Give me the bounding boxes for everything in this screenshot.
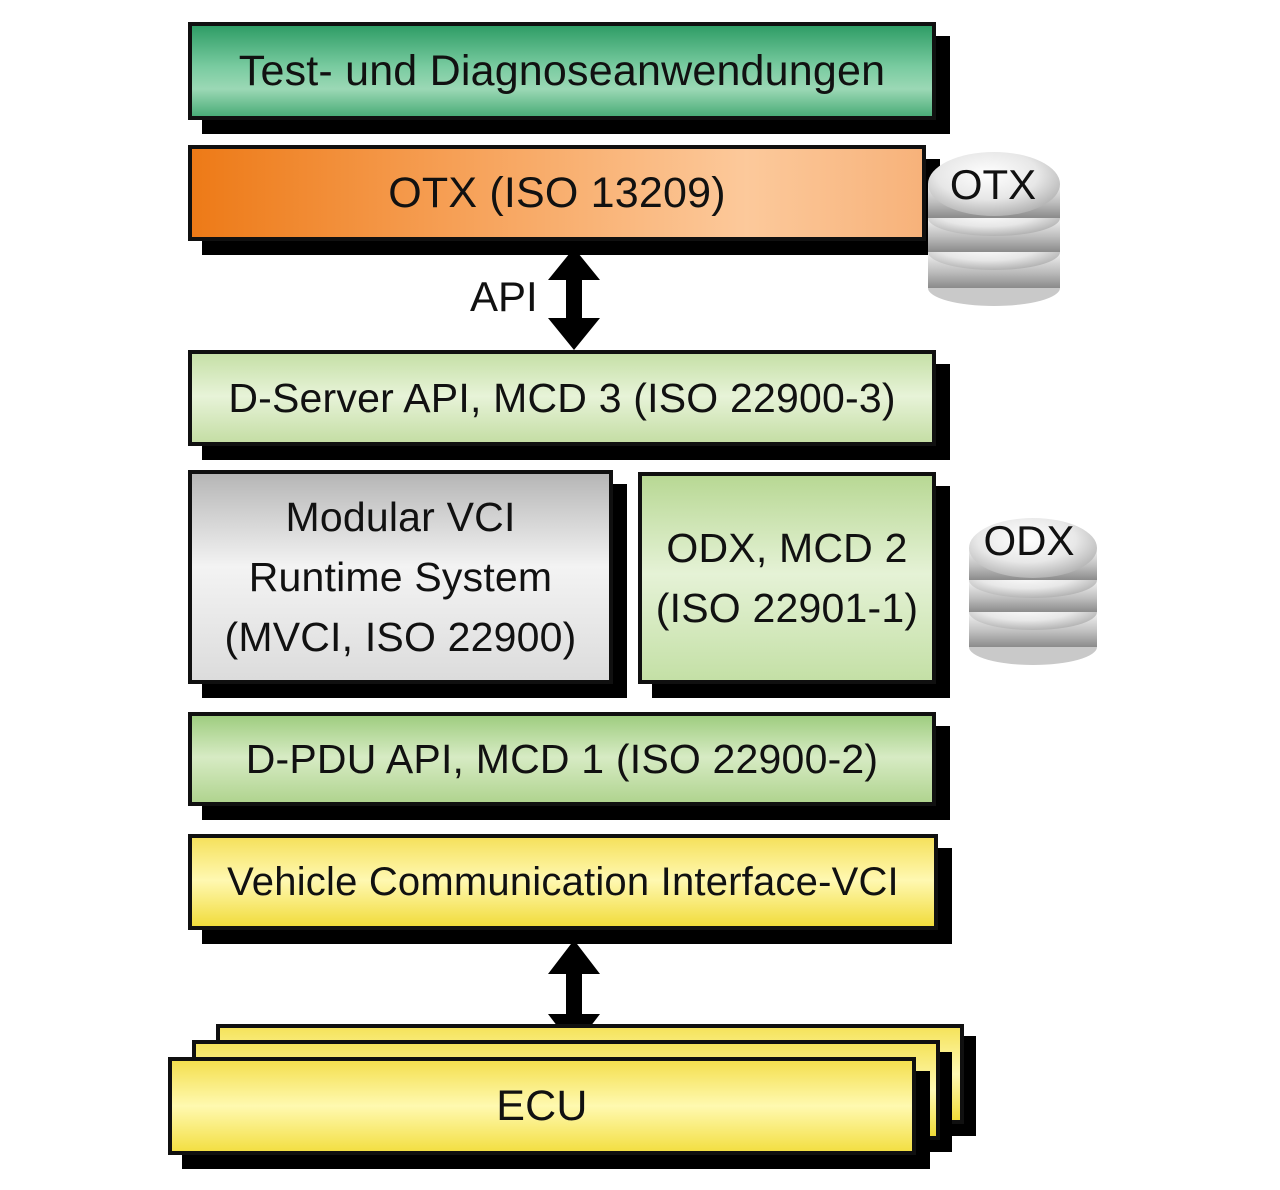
ecu-label: ECU	[496, 1081, 588, 1130]
modular-vci-line-2: Runtime System	[248, 554, 553, 600]
d-server-api-label: D-Server API, MCD 3 (ISO 22900-3)	[228, 374, 896, 421]
odx-database-icon	[969, 518, 1097, 665]
odx-layer-label: ODX, MCD 2 (ISO 22901-1)	[656, 518, 918, 638]
otx-layer: OTX (ISO 13209)	[188, 145, 926, 241]
modular-vci-runtime-label: Modular VCI Runtime System (MVCI, ISO 22…	[224, 487, 576, 667]
ecu-layer: ECU	[168, 1057, 916, 1155]
modular-vci-line-1: Modular VCI	[285, 494, 516, 540]
modular-vci-runtime-layer: Modular VCI Runtime System (MVCI, ISO 22…	[188, 470, 613, 684]
odx-line-1: ODX, MCD 2	[666, 525, 908, 571]
modular-vci-line-3: (MVCI, ISO 22900)	[224, 614, 577, 660]
otx-layer-label: OTX (ISO 13209)	[388, 168, 726, 217]
ecu-double-arrow-icon	[548, 940, 600, 1048]
odx-layer: ODX, MCD 2 (ISO 22901-1)	[638, 472, 936, 684]
odx-database-label: ODX	[983, 517, 1075, 564]
test-applications-label: Test- und Diagnoseanwendungen	[238, 46, 886, 95]
d-server-api-layer: D-Server API, MCD 3 (ISO 22900-3)	[188, 350, 936, 446]
vehicle-communication-interface-layer: Vehicle Communication Interface-VCI	[188, 834, 938, 930]
odx-line-2: (ISO 22901-1)	[655, 585, 919, 631]
d-pdu-api-label: D-PDU API, MCD 1 (ISO 22900-2)	[245, 735, 879, 782]
test-applications-layer: Test- und Diagnoseanwendungen	[188, 22, 936, 120]
vehicle-communication-interface-label: Vehicle Communication Interface-VCI	[227, 859, 899, 904]
api-double-arrow-icon	[548, 248, 600, 350]
d-pdu-api-layer: D-PDU API, MCD 1 (ISO 22900-2)	[188, 712, 936, 806]
api-label: API	[470, 273, 538, 320]
otx-database-icon	[928, 152, 1060, 306]
otx-database-label: OTX	[949, 161, 1037, 208]
